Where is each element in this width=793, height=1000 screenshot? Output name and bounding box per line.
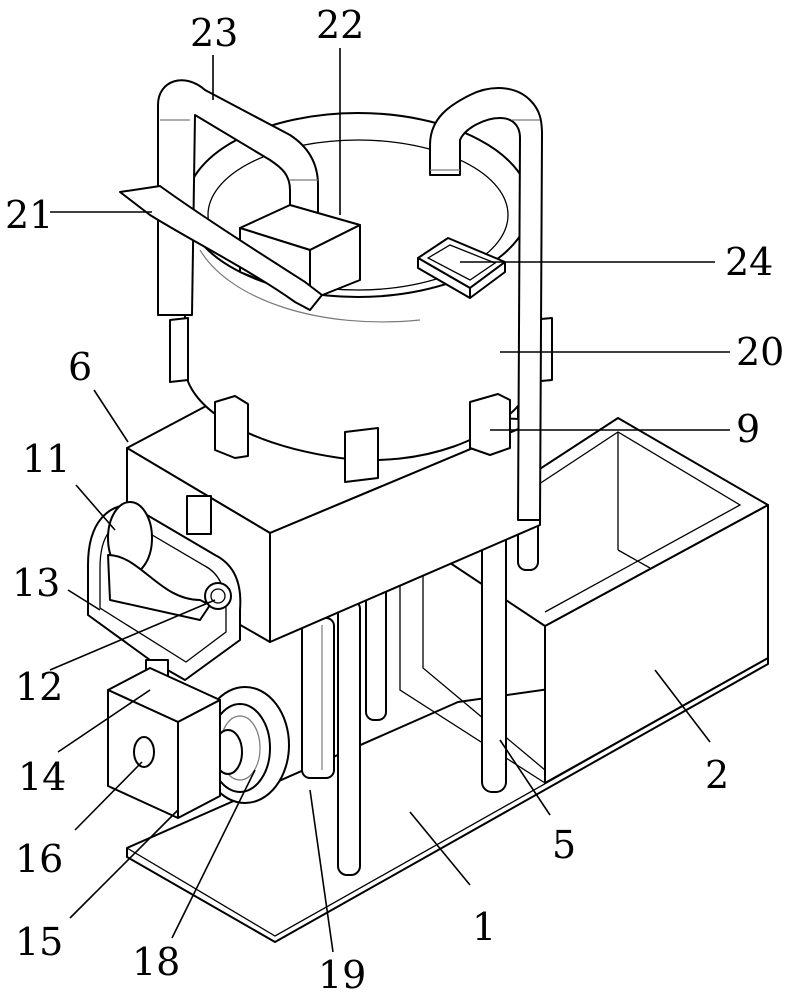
sliding-block: [107, 667, 221, 819]
roller-bracket: [87, 501, 242, 681]
ref-15: 15: [15, 920, 63, 964]
scraper-blade: [119, 185, 323, 311]
ref-24: 24: [725, 240, 773, 284]
ref-6: 6: [68, 345, 92, 389]
ref-19: 19: [318, 953, 366, 997]
sensor-module: [417, 237, 506, 299]
ref-22: 22: [316, 3, 364, 47]
ref-2: 2: [705, 753, 729, 797]
feed-pipes: [157, 79, 543, 521]
ref-16: 16: [15, 837, 63, 881]
ref-23: 23: [190, 11, 238, 55]
ref-5: 5: [552, 823, 576, 867]
collection-box: [399, 417, 769, 784]
ref-18: 18: [132, 940, 180, 984]
ref-14: 14: [18, 755, 66, 799]
ref-12: 12: [15, 665, 63, 709]
leader-lines: [49, 48, 730, 953]
ref-9: 9: [736, 407, 760, 451]
ref-11: 11: [22, 437, 70, 481]
reference-numerals: 1 2 5 6 9 11 13 12 14 16 15 18 19 20 21 …: [5, 3, 784, 997]
ref-21: 21: [5, 193, 53, 237]
ref-20: 20: [736, 330, 784, 374]
ref-1: 1: [472, 905, 496, 949]
ref-13: 13: [12, 561, 60, 605]
